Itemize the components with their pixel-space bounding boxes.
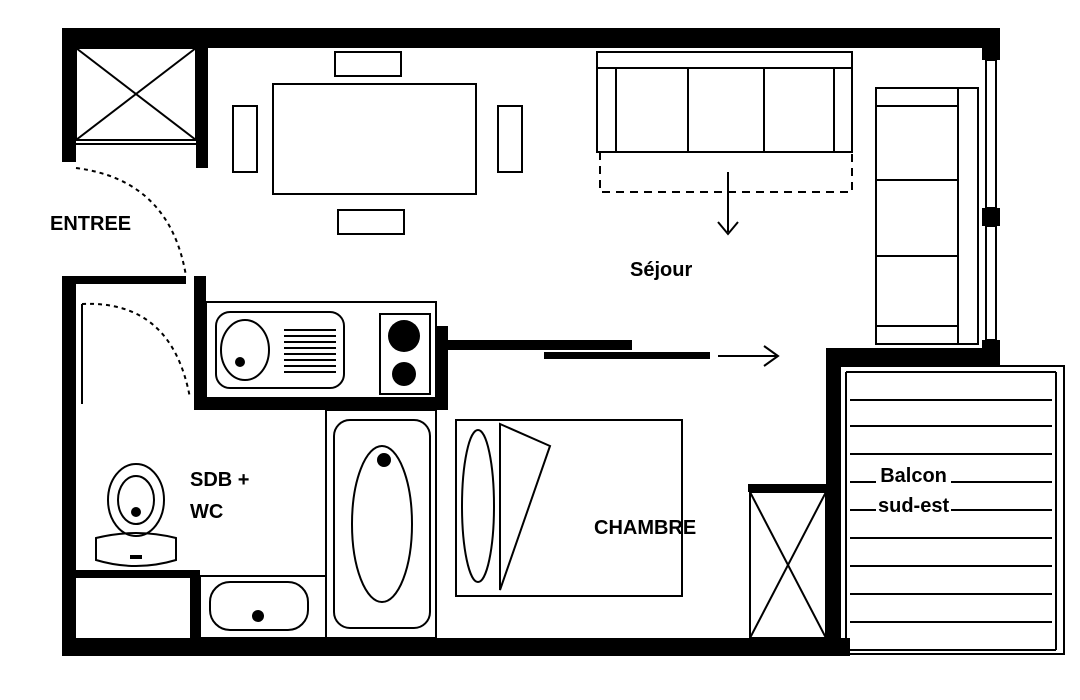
wc-door-swing xyxy=(81,302,191,399)
chair-bottom xyxy=(337,209,405,235)
label-entree: ENTREE xyxy=(50,213,132,235)
wall-kitchen-bottom xyxy=(194,398,442,410)
wall-wc-cabinet-top xyxy=(62,570,200,578)
fixtures xyxy=(75,47,1065,655)
walls xyxy=(62,28,1000,656)
entry-door-swing xyxy=(75,167,187,277)
wall-right-mid xyxy=(982,208,1000,226)
wall-left-lower xyxy=(62,276,76,656)
wall-bedroom-top xyxy=(446,340,632,350)
cooktop xyxy=(379,313,431,395)
label-sdb: SDB + xyxy=(190,469,250,491)
dining-table xyxy=(272,83,477,195)
window-right-lower xyxy=(985,225,997,341)
bench-right xyxy=(875,87,979,345)
wall-entry-top xyxy=(62,276,186,284)
wall-right-upper xyxy=(982,28,1000,60)
closet-wall xyxy=(196,28,208,168)
wall-bottom xyxy=(62,638,850,656)
wall-balcony-left xyxy=(826,348,840,656)
label-balcon: Balcon sud-est xyxy=(876,464,952,518)
label-sejour: Séjour xyxy=(630,259,693,281)
window-right xyxy=(985,59,997,209)
sliding-door xyxy=(544,352,710,359)
washbasin xyxy=(209,581,309,631)
bed xyxy=(455,419,683,597)
label-wc: WC xyxy=(190,501,224,523)
balcony xyxy=(839,365,1065,655)
wall-kitchen-left xyxy=(194,276,206,408)
wall-left-upper xyxy=(62,28,76,162)
label-balcon-line1: Balcon xyxy=(880,465,947,487)
sofa xyxy=(596,51,853,153)
label-balcon-line2: sud-est xyxy=(878,495,950,517)
cooktop-burner-small xyxy=(392,362,416,386)
chair-right xyxy=(497,105,523,173)
wall-balcony-top xyxy=(826,348,1000,366)
closet-entry xyxy=(75,47,197,141)
toilet xyxy=(107,463,165,537)
cooktop-burner-large xyxy=(388,320,420,352)
kitchen-counter xyxy=(205,301,437,399)
wall-bedroom-left xyxy=(436,326,448,410)
label-chambre: CHAMBRE xyxy=(594,517,697,539)
bathtub xyxy=(325,409,437,639)
chair-top xyxy=(334,51,402,77)
wall-wc-cabinet-right xyxy=(190,570,200,646)
wall-closet-bedroom xyxy=(748,484,840,492)
wall-top xyxy=(62,28,1000,48)
washbasin-cabinet xyxy=(199,575,327,639)
label-sdb-wc: SDB + WC xyxy=(190,468,249,524)
closet-bedroom xyxy=(749,491,827,639)
kitchen-sink xyxy=(215,311,345,389)
chair-left xyxy=(232,105,258,173)
solid-details xyxy=(130,320,420,622)
sink-drainer xyxy=(284,329,336,373)
